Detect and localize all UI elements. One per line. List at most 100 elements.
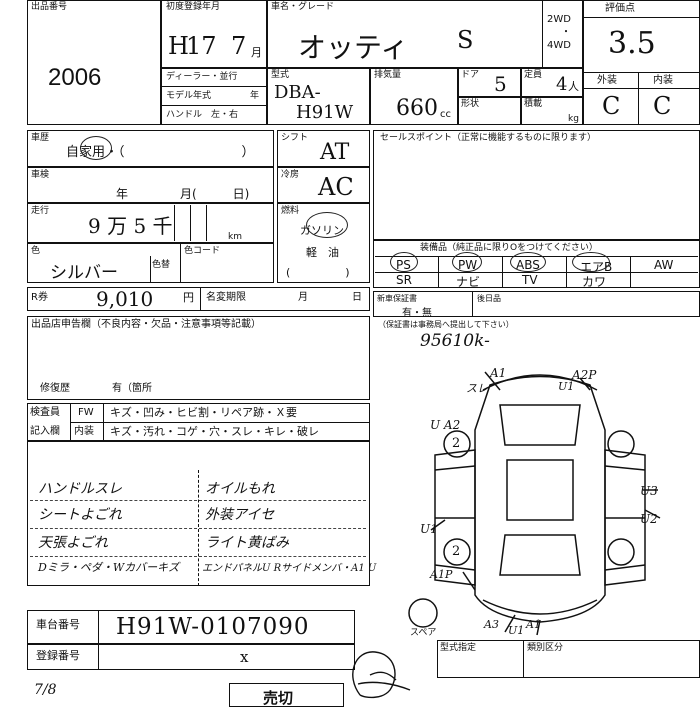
door-box bbox=[458, 68, 521, 97]
fw-items: キズ・凹み・ヒビ割・リペア跡・Ｘ要 bbox=[110, 406, 297, 419]
first-reg-year: 17 bbox=[186, 32, 217, 60]
shape-box bbox=[458, 97, 521, 125]
model-label: 型式 bbox=[271, 70, 290, 80]
repair-label: 修復歴 bbox=[40, 383, 70, 394]
capacity-unit: 人 bbox=[568, 80, 579, 93]
designation-box bbox=[437, 640, 700, 678]
rating-value: 3.5 bbox=[608, 26, 656, 61]
load-box bbox=[521, 97, 583, 125]
diag-mark-a3: A3 bbox=[484, 618, 499, 631]
note-left-3: 天張よごれ bbox=[38, 535, 108, 551]
diag-mark-u1-left: U1 bbox=[420, 522, 438, 536]
equip-tv: TV bbox=[522, 273, 538, 287]
rating-box bbox=[583, 0, 700, 125]
spare-label: スペア bbox=[410, 628, 437, 638]
equip-abs-circle bbox=[510, 252, 546, 272]
mileage-value: 9 万 5 千 bbox=[88, 214, 173, 238]
cooling-box bbox=[277, 167, 370, 203]
displacement-value: 660 bbox=[396, 96, 438, 121]
equip-leather: カワ bbox=[582, 275, 607, 289]
sales-point-label: セールスポイント（正常に機能するものに限ります） bbox=[380, 133, 597, 143]
history-box bbox=[27, 130, 274, 167]
dealer-box bbox=[161, 68, 267, 125]
color-code-label: 色コード bbox=[184, 246, 221, 256]
history-value: 自家用・（ ） bbox=[66, 145, 255, 160]
capacity-value: 4 bbox=[556, 74, 568, 95]
handle-label: ハンドル 左・右 bbox=[166, 110, 239, 120]
equip-sr: SR bbox=[396, 273, 412, 287]
sales-point-box bbox=[373, 130, 700, 240]
diag-mark-u1-rear: U1 bbox=[508, 624, 525, 637]
car-name-value: オッティ bbox=[298, 31, 409, 64]
door-label: ドア bbox=[461, 70, 480, 80]
exterior-grade: C bbox=[602, 92, 621, 120]
car-grade: S bbox=[457, 26, 474, 54]
note-left-4: Dミラ・ペダ・Wカバーキズ bbox=[38, 561, 180, 574]
lot-box bbox=[27, 0, 161, 125]
model-year-unit: 年 bbox=[250, 91, 260, 101]
diag-mark-a2p: A2P bbox=[572, 368, 597, 382]
shift-label: シフト bbox=[281, 133, 309, 143]
name-change-day: 日 bbox=[352, 292, 362, 303]
fuel-label: 燃料 bbox=[281, 206, 300, 216]
inspector-label: 検査員 bbox=[30, 407, 60, 418]
model-line1: DBA- bbox=[274, 82, 321, 103]
reg-value: x bbox=[240, 648, 249, 666]
drive-2wd: 2WD bbox=[547, 14, 571, 25]
diag-mark-ua2: U A2 bbox=[430, 418, 461, 432]
warranty-note: （保証書は事務局へ提出して下さい） bbox=[378, 320, 514, 329]
class-code-label: 類別区分 bbox=[527, 643, 564, 653]
cooling-label: 冷房 bbox=[281, 170, 300, 180]
inspection-box bbox=[27, 167, 274, 203]
bottom-date: 7/8 bbox=[34, 682, 57, 698]
chassis-box bbox=[27, 610, 355, 644]
first-reg-month-unit: 月 bbox=[251, 46, 262, 59]
inspection-label: 車検 bbox=[31, 170, 50, 180]
load-label: 積載 bbox=[524, 99, 543, 109]
diag-mark-u3: U3 bbox=[640, 484, 658, 498]
fill-label: 記入欄 bbox=[30, 426, 60, 437]
car-diagram bbox=[408, 371, 661, 636]
equipment-label: 装備品（純正品に限りOをつけてください） bbox=[420, 243, 598, 253]
drive-dot: ・ bbox=[561, 27, 571, 38]
equip-aw: AW bbox=[654, 258, 674, 272]
diag-mark-2-rear: 2 bbox=[452, 544, 461, 559]
history-circle bbox=[80, 136, 112, 160]
cooling-value: AC bbox=[318, 173, 354, 201]
fuel-diesel: 軽 油 bbox=[306, 246, 339, 259]
first-reg-month: 7 bbox=[231, 32, 247, 60]
history-label: 車歴 bbox=[31, 133, 50, 143]
displacement-label: 排気量 bbox=[374, 70, 402, 80]
load-unit: kg bbox=[568, 114, 579, 124]
fuel-box bbox=[277, 203, 370, 283]
fuel-circle bbox=[306, 212, 348, 238]
fuel-paren: ( ) bbox=[286, 266, 350, 279]
model-line2: H91W bbox=[296, 102, 354, 123]
after-item-label: 後日品 bbox=[477, 294, 501, 303]
note-right-1: オイルもれ bbox=[205, 481, 275, 497]
capacity-label: 定員 bbox=[524, 70, 543, 80]
color-change-label: 色替 bbox=[152, 260, 171, 270]
note-left-1: ハンドルスレ bbox=[38, 481, 122, 497]
equip-navi: ナビ bbox=[456, 275, 481, 289]
warranty-mileage: 95610k- bbox=[420, 331, 490, 351]
door-value: 5 bbox=[494, 72, 507, 96]
name-change-label: 名変期限 bbox=[206, 292, 246, 303]
equip-airbag-circle bbox=[572, 252, 610, 272]
interior-grade: C bbox=[653, 92, 672, 120]
car-name-label: 車名・グレード bbox=[271, 2, 335, 12]
displacement-box bbox=[370, 68, 458, 125]
drive-4wd: 4WD bbox=[547, 40, 571, 51]
diag-mark-u2: U2 bbox=[640, 512, 658, 526]
shape-label: 形状 bbox=[461, 99, 480, 109]
diag-mark-scuff: スレ bbox=[466, 382, 488, 395]
warranty-value: 有・無 bbox=[402, 308, 432, 319]
inspection-year: 年 bbox=[116, 187, 129, 201]
reg-box bbox=[27, 644, 355, 670]
model-box bbox=[267, 68, 370, 125]
repair-value: 有（箇所 bbox=[112, 383, 152, 394]
reg-label: 登録番号 bbox=[36, 649, 80, 662]
color-value: シルバー bbox=[50, 263, 118, 283]
mileage-label: 走行 bbox=[31, 206, 50, 216]
dealer-notes-label: 出品店申告欄（不良内容・欠品・注意事項等記載） bbox=[31, 319, 261, 330]
